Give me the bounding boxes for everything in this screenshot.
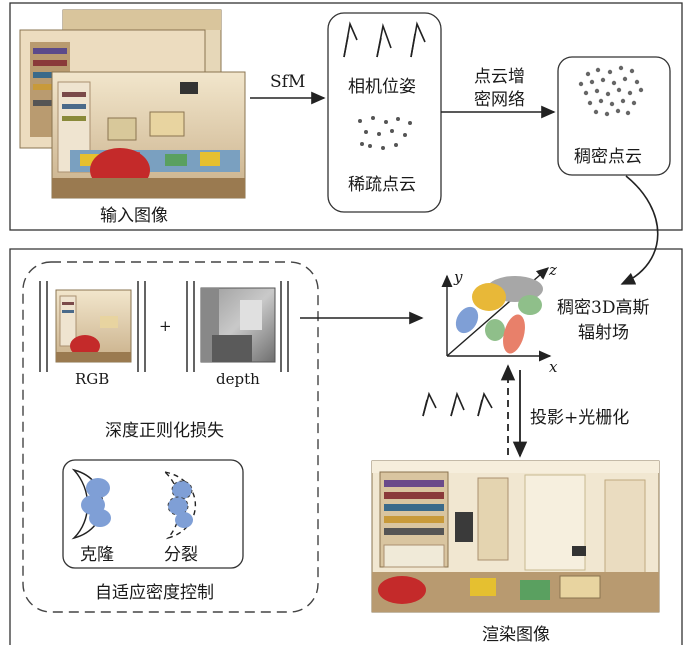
projection-camera-icon (422, 391, 493, 417)
top-panel-frame (9, 2, 683, 231)
depth-label: depth (216, 370, 260, 388)
sparse-cloud-label: 稀疏点云 (348, 175, 416, 195)
rgb-thumbnail (55, 289, 132, 363)
clone-icon (71, 468, 111, 540)
depth-loss-label: 深度正则化损失 (105, 421, 224, 441)
depth-thumbnail (200, 287, 276, 363)
split-label: 分裂 (164, 545, 198, 565)
sfm-label: SfM (270, 72, 306, 92)
densify-label-2: 密网络 (474, 90, 525, 110)
clone-label: 克隆 (80, 545, 114, 565)
input-image-stack (19, 9, 246, 199)
norm-bars (39, 281, 289, 372)
input-images-label: 输入图像 (100, 206, 168, 226)
gaussian-field-label-2: 辐射场 (578, 323, 629, 343)
axis-y-label: y (454, 268, 463, 286)
projection-label: 投影+光栅化 (530, 408, 630, 428)
plus-sign: + (159, 317, 172, 335)
dense-cloud-label: 稠密点云 (574, 147, 642, 167)
gaussian-ellipsoid-icon (455, 276, 543, 354)
dense-cloud-box (557, 56, 671, 176)
axis-z-label: z (549, 261, 557, 279)
dense-point-cloud-icon (578, 65, 644, 117)
camera-pose-label: 相机位姿 (348, 77, 416, 97)
loss-dashed-box (22, 261, 319, 613)
rendered-image (371, 460, 660, 613)
gaussian-field-label-1: 稠密3D高斯 (557, 298, 650, 318)
point-cloud-icon (358, 116, 412, 150)
adaptive-density-title: 自适应密度控制 (95, 583, 214, 603)
render-label: 渲染图像 (482, 625, 550, 645)
densify-label-1: 点云增 (474, 67, 525, 87)
dense-to-gaussian-arrow (620, 175, 659, 285)
axis-x-label: x (549, 358, 558, 376)
camera-frustum-icon (343, 21, 426, 58)
rgb-label: RGB (75, 370, 110, 388)
split-icon (162, 470, 197, 540)
bottom-panel-frame (9, 248, 683, 645)
